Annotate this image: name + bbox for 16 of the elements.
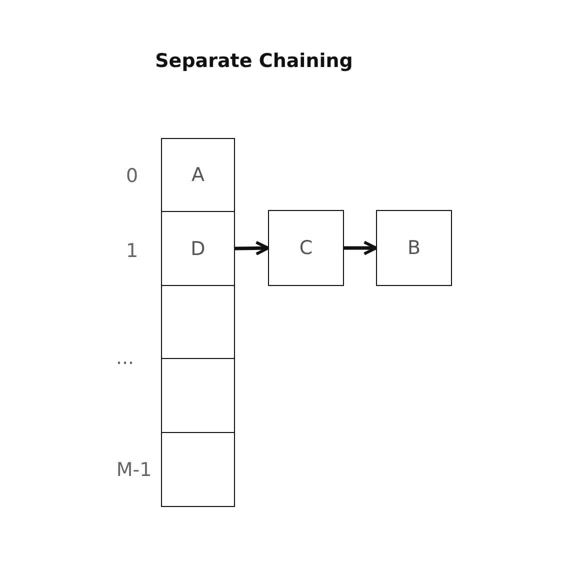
node-label: C (299, 237, 313, 259)
diagram-title: Separate Chaining (155, 50, 353, 72)
index-label: ... (116, 347, 134, 369)
node-label: D (190, 238, 206, 260)
index-label: M-1 (116, 459, 152, 481)
arrow (344, 240, 378, 256)
arrow (234, 240, 270, 256)
list-node-box (376, 210, 452, 286)
array-cell (161, 211, 235, 286)
index-label: 0 (126, 165, 138, 187)
node-label: B (407, 237, 421, 259)
empty-array-cell (161, 285, 235, 359)
array-cell (161, 138, 235, 212)
index-label: 1 (126, 240, 138, 262)
node-label: A (192, 164, 204, 186)
list-node-box (268, 210, 344, 286)
